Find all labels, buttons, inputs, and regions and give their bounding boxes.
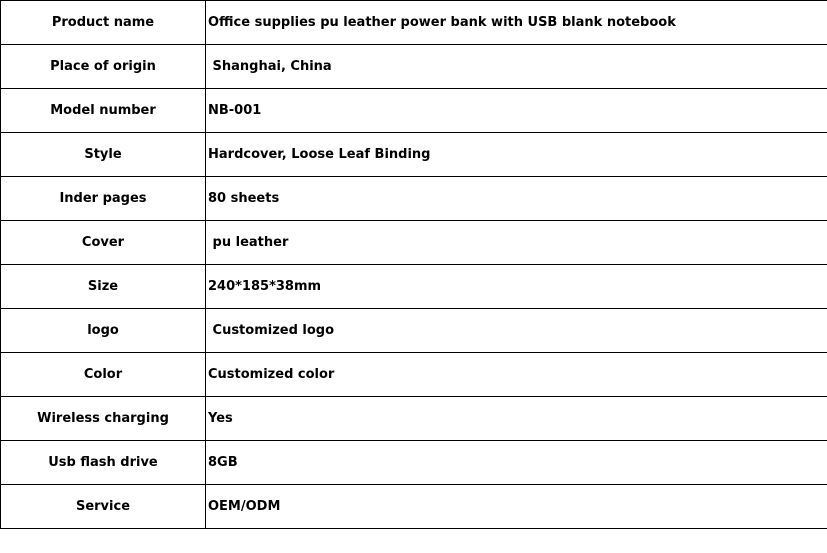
row-label: Inder pages	[0, 176, 206, 221]
row-value: 80 sheets	[205, 176, 827, 221]
row-value: 240*185*38mm	[205, 264, 827, 309]
row-value: Customized color	[205, 352, 827, 397]
row-value: 8GB	[205, 440, 827, 485]
row-label: logo	[0, 308, 206, 353]
table-row-style: Style Hardcover, Loose Leaf Binding	[0, 132, 827, 177]
table-row-cover: Cover pu leather	[0, 220, 827, 265]
row-value: Yes	[205, 396, 827, 441]
table-row-service: Service OEM/ODM	[0, 484, 827, 529]
row-label: Model number	[0, 88, 206, 133]
row-label: Style	[0, 132, 206, 177]
table-row-usb-flash-drive: Usb flash drive 8GB	[0, 440, 827, 485]
row-label: Product name	[0, 0, 206, 45]
table-row-inner-pages: Inder pages 80 sheets	[0, 176, 827, 221]
row-value: OEM/ODM	[205, 484, 827, 529]
row-label: Service	[0, 484, 206, 529]
row-value: pu leather	[205, 220, 827, 265]
table-row-place-of-origin: Place of origin Shanghai, China	[0, 44, 827, 89]
row-value: Hardcover, Loose Leaf Binding	[205, 132, 827, 177]
table-row-model-number: Model number NB-001	[0, 88, 827, 133]
row-value: NB-001	[205, 88, 827, 133]
row-value: Customized logo	[205, 308, 827, 353]
row-label: Usb flash drive	[0, 440, 206, 485]
table-row-logo: logo Customized logo	[0, 308, 827, 353]
row-label: Wireless charging	[0, 396, 206, 441]
row-value: Shanghai, China	[205, 44, 827, 89]
table-row-product-name: Product name Office supplies pu leather …	[0, 0, 827, 45]
row-label: Color	[0, 352, 206, 397]
table-row-color: Color Customized color	[0, 352, 827, 397]
row-label: Cover	[0, 220, 206, 265]
row-value: Office supplies pu leather power bank wi…	[205, 0, 827, 45]
product-spec-table: Product name Office supplies pu leather …	[0, 0, 827, 529]
row-label: Size	[0, 264, 206, 309]
table-row-size: Size 240*185*38mm	[0, 264, 827, 309]
row-label: Place of origin	[0, 44, 206, 89]
table-row-wireless-charging: Wireless charging Yes	[0, 396, 827, 441]
